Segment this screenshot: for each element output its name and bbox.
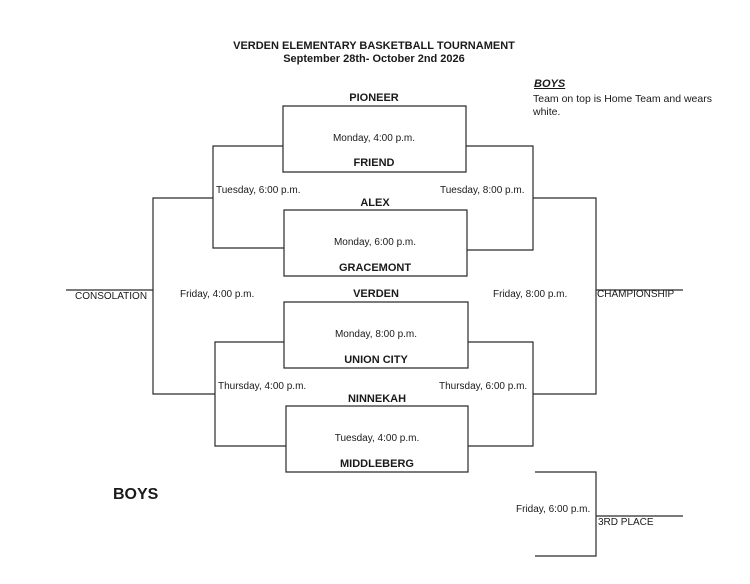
game-2-box <box>283 209 468 277</box>
game-2-home-team: ALEX <box>360 197 390 209</box>
championship-final-bracket <box>533 197 597 395</box>
third-place-bracket <box>535 471 597 557</box>
consolation-bracket-bottom <box>214 341 286 447</box>
game-4-time: Tuesday, 4:00 p.m. <box>334 433 420 444</box>
game-1-home-team: PIONEER <box>349 92 399 104</box>
game-3-away-team: UNION CITY <box>344 354 408 366</box>
game-1-time: Monday, 4:00 p.m. <box>332 133 416 144</box>
game-1-away-team: FRIEND <box>353 157 395 169</box>
consolation-round2-top-time: Tuesday, 6:00 p.m. <box>216 185 301 196</box>
consolation-final-bracket <box>152 197 215 395</box>
championship-semi-top <box>466 145 534 251</box>
tournament-title: VERDEN ELEMENTARY BASKETBALL TOURNAMENT <box>233 40 515 52</box>
consolation-round2-bottom-time: Thursday, 4:00 p.m. <box>218 381 307 392</box>
championship-semi-bottom-time: Thursday, 6:00 p.m. <box>439 381 528 392</box>
game-3-time: Monday, 8:00 p.m. <box>334 329 418 340</box>
tournament-dates: September 28th- October 2nd 2026 <box>283 53 465 65</box>
third-place-time: Friday, 6:00 p.m. <box>516 504 591 515</box>
game-4-box <box>285 405 469 473</box>
championship-semi-bottom <box>468 341 534 447</box>
consolation-final-time: Friday, 4:00 p.m. <box>180 289 255 300</box>
consolation-label: CONSOLATION <box>75 291 148 302</box>
legend-note: Team on top is Home Team and wears white… <box>533 93 712 118</box>
game-4-away-team: MIDDLEBERG <box>340 458 414 470</box>
third-place-label: 3RD PLACE <box>598 517 654 528</box>
legend-heading: BOYS <box>534 78 566 90</box>
game-1-box <box>282 105 467 173</box>
championship-final-time: Friday, 8:00 p.m. <box>493 289 568 300</box>
game-2-time: Monday, 6:00 p.m. <box>333 237 417 248</box>
game-4-home-team: NINNEKAH <box>347 393 407 405</box>
game-3-home-team: VERDEN <box>353 288 399 300</box>
division-label: BOYS <box>113 486 159 503</box>
championship-semi-top-time: Tuesday, 8:00 p.m. <box>440 185 525 196</box>
consolation-bracket-top <box>212 145 284 249</box>
championship-label: CHAMPIONSHIP <box>597 289 675 300</box>
game-2-away-team: GRACEMONT <box>338 262 412 274</box>
game-3-box <box>283 301 469 369</box>
